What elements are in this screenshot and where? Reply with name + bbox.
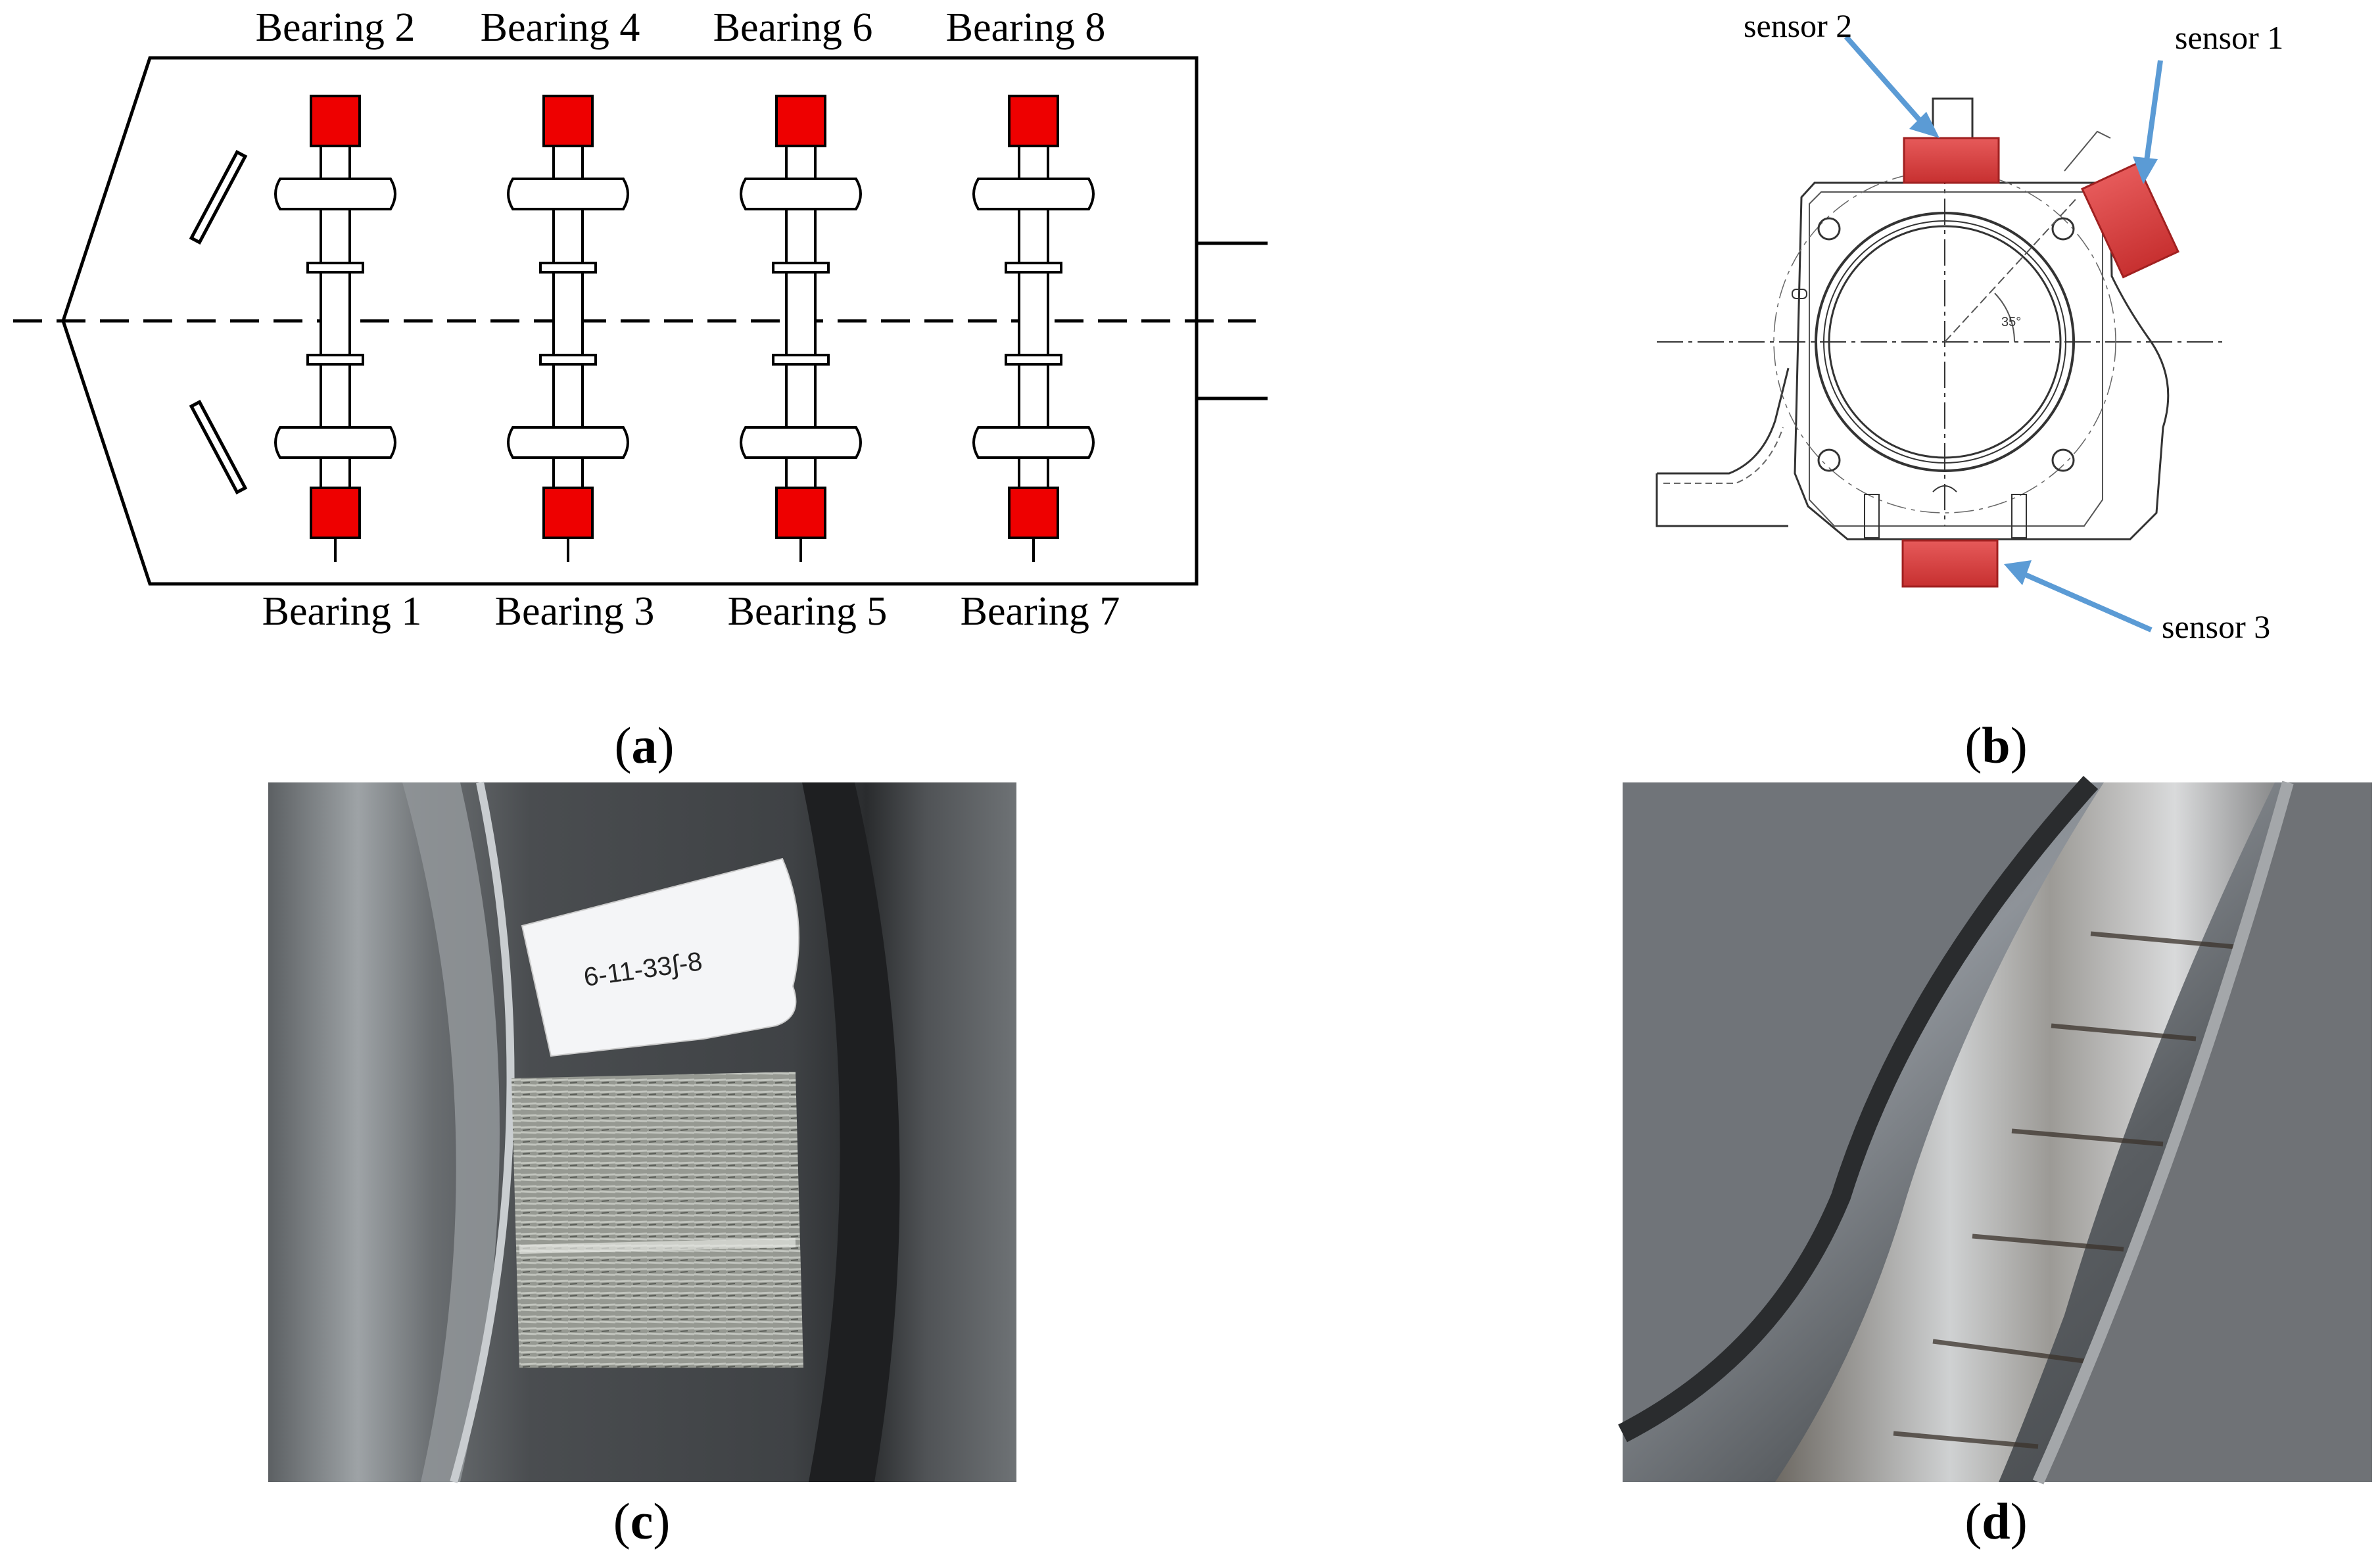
wear-band-damage [512, 1072, 803, 1368]
bearing-label-bottom-4: Bearing 7 [961, 589, 1120, 634]
arrow-sensor-3 [2021, 571, 2153, 633]
caption-c: (c) [613, 1493, 671, 1550]
bearing-1-marker [310, 487, 361, 539]
axle-box-outline [1794, 181, 2170, 540]
arrow-sensor-2 [1844, 35, 1927, 128]
panel-b-drawing: 35° sensor 2 sensor 1 sensor 3 (b) [1655, 7, 2283, 774]
sensor-angle-line [1944, 197, 2078, 343]
bearing-3-marker [542, 487, 594, 539]
inclined-plate-lower [189, 399, 248, 495]
caption-b: (b) [1964, 717, 2027, 774]
caption-a-letter: a [632, 717, 657, 774]
bolt-hole-top-left [1817, 217, 1841, 241]
panel-d-photo: (d) [1618, 775, 2372, 1550]
top-boss [1932, 97, 1974, 138]
bearing-label-top-2: Bearing 4 [481, 5, 640, 50]
sensor-3-block [1901, 539, 1999, 588]
bearing-label-top-1: Bearing 2 [256, 5, 416, 50]
sensor-1-block [2081, 162, 2179, 279]
shaft-assembly-4 [972, 95, 1095, 562]
caption-d-letter: d [1982, 1493, 2010, 1550]
bearing-2-marker [310, 95, 361, 147]
bearing-5-marker [775, 487, 826, 539]
bearing-label-top-4: Bearing 8 [946, 5, 1106, 50]
sensor-1-label: sensor 1 [2175, 19, 2283, 56]
inclined-plate-upper [189, 149, 248, 245]
bolt-hole-top-right [2051, 217, 2075, 241]
shaft-assembly-1 [274, 95, 396, 562]
bolt-hole-bottom-left [1817, 448, 1841, 472]
arrow-sensor-1 [2143, 60, 2163, 166]
bearing-label-bottom-3: Bearing 5 [728, 589, 888, 634]
caption-d: (d) [1964, 1493, 2027, 1550]
bearing-label-bottom-2: Bearing 3 [495, 589, 655, 634]
damage-streaks [1893, 931, 2236, 1449]
gearbox-housing-outline [61, 56, 1199, 586]
paper-tag [521, 857, 799, 1057]
bearing-6-marker [775, 95, 826, 147]
bearing-4-marker [542, 95, 594, 147]
bearing-7-marker [1008, 487, 1059, 539]
bearing-label-top-3: Bearing 6 [713, 5, 873, 50]
panel-c-photo: 6-11-33∫-8 (c) [268, 781, 1016, 1550]
sensor-2-block [1903, 137, 2000, 184]
bolt-hole-bottom-right [2051, 448, 2075, 472]
shaft-assembly-2 [507, 95, 629, 562]
caption-b-letter: b [1982, 717, 2010, 774]
axle-box-left-arm [1655, 368, 1790, 527]
sensor-2-label: sensor 2 [1744, 7, 1852, 44]
caption-a: (a) [615, 717, 675, 774]
bearing-label-bottom-1: Bearing 1 [262, 589, 422, 634]
bore-outer-circle [1815, 212, 2075, 472]
panel-a-schematic: Bearing 2 Bearing 4 Bearing 6 Bearing 8 … [13, 5, 1268, 774]
shaft-assembly-3 [740, 95, 862, 562]
caption-c-letter: c [631, 1493, 654, 1550]
bearing-8-marker [1008, 95, 1059, 147]
sensor-3-label: sensor 3 [2162, 608, 2270, 645]
angle-dimension-mark: 35° [2001, 315, 2021, 329]
